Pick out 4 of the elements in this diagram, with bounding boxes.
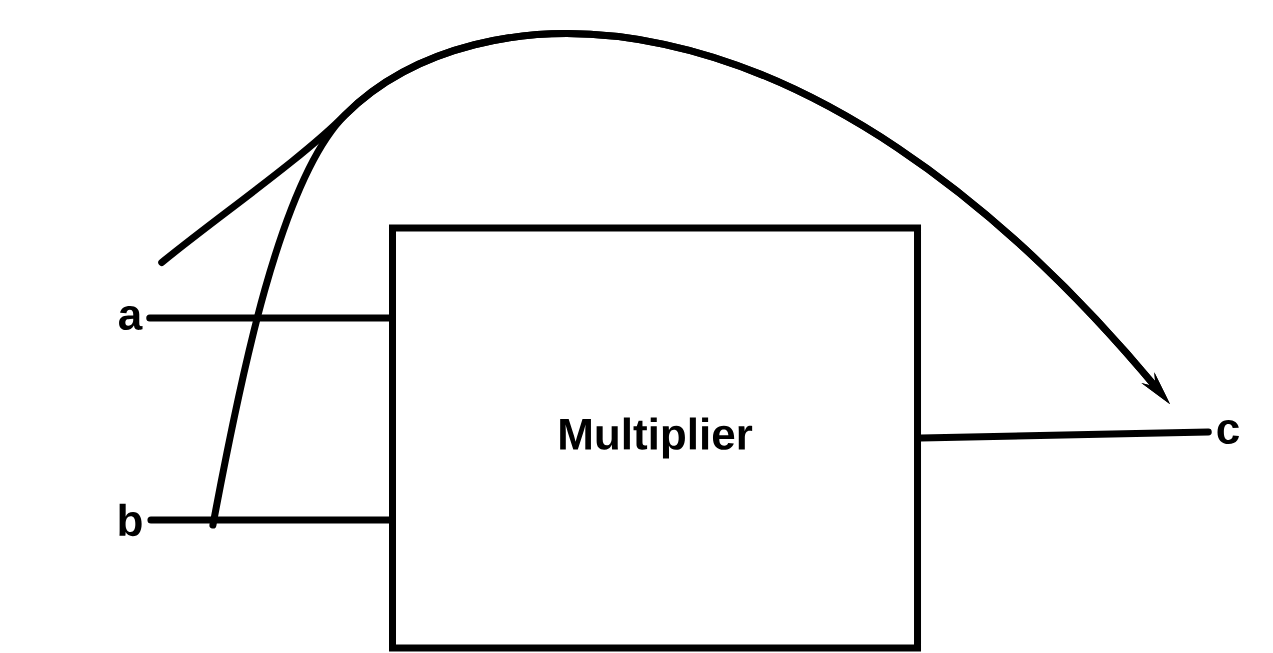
input-label: a bbox=[119, 305, 143, 331]
output-label: c bbox=[1217, 419, 1239, 445]
multiplier-box: Multiplier bbox=[389, 224, 921, 652]
input-label: b bbox=[119, 503, 142, 537]
